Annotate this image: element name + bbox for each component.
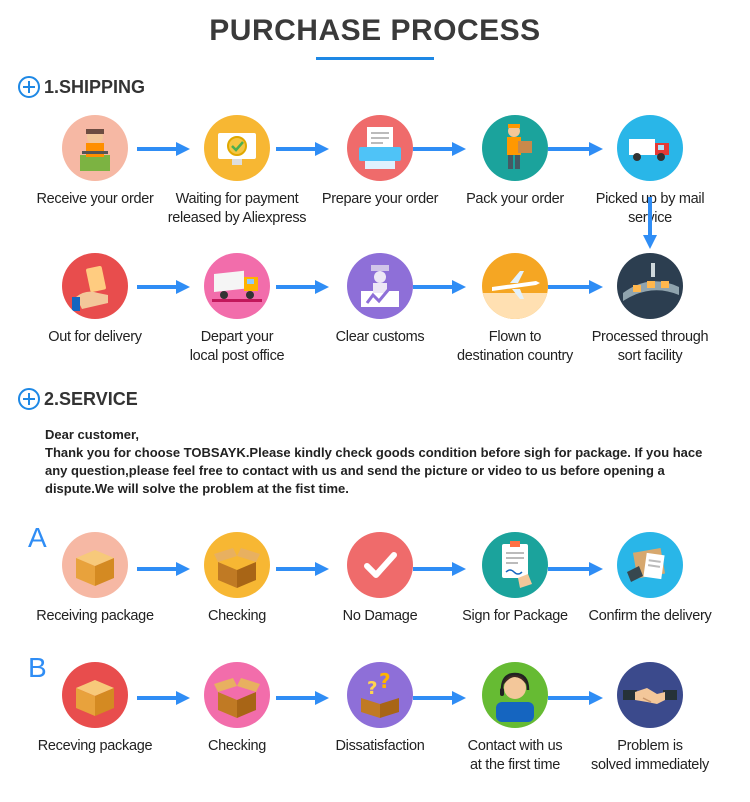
step-caption: Receive your order [36,191,154,207]
closed-box-icon [62,662,128,728]
step-a-checking: Checking [162,532,312,626]
svg-text:?: ? [379,669,391,693]
arrow-right [137,562,190,576]
arrow-right [548,691,603,705]
step-caption: Checking [207,738,267,754]
row-b-letter: B [28,652,47,683]
step-depart-post-office: Depart your local post office [162,253,312,366]
step-a-confirm: Confirm the delivery [575,532,725,626]
section-shipping-label: 1.SHIPPING [44,76,146,97]
arrow-right [276,562,329,576]
conveyor-icon [617,253,683,319]
arrow-right [276,142,329,156]
section-service-header: 2.SERVICE [18,387,138,411]
open-box-icon [204,662,270,728]
open-box-icon [204,532,270,598]
delivery-truck-icon [617,115,683,181]
step-caption: Pack your order [466,191,564,207]
step-b-contact: Contact with us at the first time [440,662,590,775]
handshake-icon [617,662,683,728]
checkmark-icon [347,532,413,598]
step-a-receiving: Receiving package [20,532,170,626]
receipt-icon [617,532,683,598]
step-pack-order: Pack your order [440,115,590,209]
step-caption: Confirm the delivery [588,608,712,624]
step-waiting-payment: Waiting for payment released by Aliexpre… [162,115,312,228]
arrow-right [413,142,466,156]
service-body: Thank you for choose TOBSAYK.Please kind… [45,445,703,496]
closed-box-icon [62,532,128,598]
section-shipping-header: 1.SHIPPING [18,75,145,99]
step-a-no-damage: No Damage [305,532,455,626]
step-flown: Flown to destination country [440,253,590,366]
step-caption: Problem is solved immediately [591,738,709,773]
step-b-checking: Checking [162,662,312,756]
step-caption: Dissatisfaction [335,738,425,754]
step-clear-customs: Clear customs [305,253,455,347]
truck-icon [204,253,270,319]
arrow-right [276,691,329,705]
step-b-solved: Problem is solved immediately [575,662,725,775]
customs-officer-icon [347,253,413,319]
arrow-down [643,197,657,249]
step-prepare-order: Prepare your order [305,115,455,209]
worker-box-icon [482,115,548,181]
payment-monitor-icon [204,115,270,181]
step-caption: Contact with us at the first time [467,738,563,773]
svg-text:?: ? [367,678,377,699]
arrow-right [137,280,190,294]
step-caption: Prepare your order [321,191,439,207]
page-title: PURCHASE PROCESS [209,14,541,47]
step-caption: Receving package [37,738,153,754]
arrow-right [137,691,190,705]
step-b-receiving: Receving package [20,662,170,756]
arrow-right [548,142,603,156]
step-caption: Flown to destination country [456,329,573,364]
hand-package-icon [62,253,128,319]
arrow-right [137,142,190,156]
step-out-for-delivery: Out for delivery [20,253,170,347]
plus-circle-icon [18,76,40,98]
airplane-icon [482,253,548,319]
step-caption: Clear customs [335,329,425,345]
step-caption: Out for delivery [48,329,142,345]
step-caption: No Damage [342,608,418,624]
step-b-dissatisfaction: ?? Dissatisfaction [305,662,455,756]
arrow-right [548,280,603,294]
step-caption: Processed through sort facility [591,329,709,364]
row-a-letter: A [28,522,47,553]
step-caption: Receiving package [36,608,154,624]
step-caption: Checking [207,608,267,624]
step-caption: Waiting for payment released by Aliexpre… [167,191,307,226]
step-caption: Depart your local post office [189,329,285,364]
arrow-right [548,562,603,576]
arrow-right [413,562,466,576]
question-box-icon: ?? [347,662,413,728]
arrow-right [276,280,329,294]
step-caption: Sign for Package [462,608,568,624]
arrow-right [413,691,466,705]
step-receive-order: Receive your order [20,115,170,209]
step-a-sign: Sign for Package [440,532,590,626]
arrow-right [413,280,466,294]
headset-agent-icon [482,662,548,728]
section-service-label: 2.SERVICE [44,388,138,409]
clipboard-sign-icon [482,532,548,598]
printer-document-icon [347,115,413,181]
service-greeting: Dear customer, [45,427,139,442]
title-underline [316,57,434,60]
plus-circle-icon [18,388,40,410]
person-laptop-icon [62,115,128,181]
service-message: Dear customer, Thank you for choose TOBS… [45,426,725,498]
step-sort-facility: Processed through sort facility [575,253,725,366]
